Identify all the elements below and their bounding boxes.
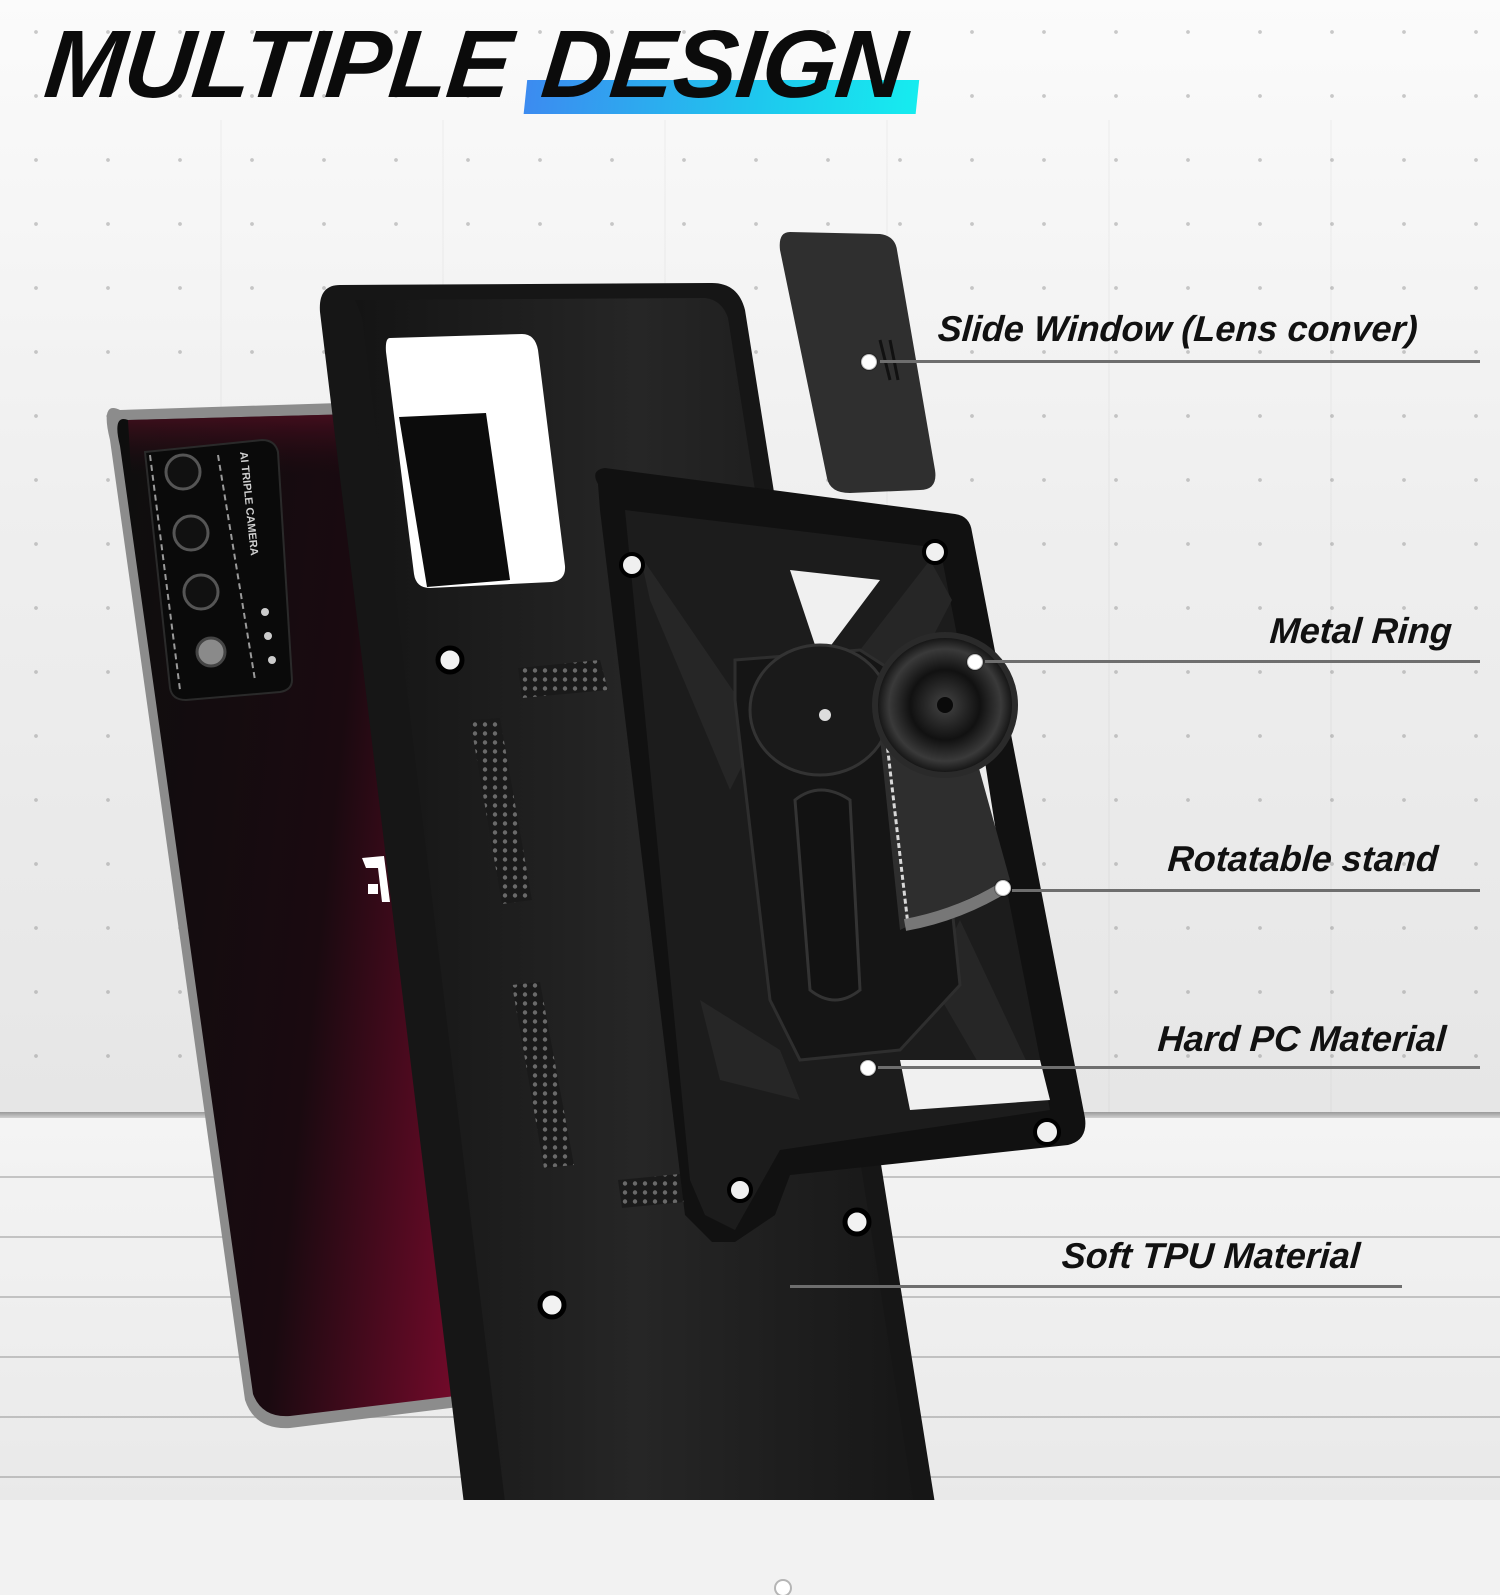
callout-dot-soft-tpu <box>776 1581 790 1595</box>
camera-flash <box>195 636 227 668</box>
callout-label-hard-pc: Hard PC Material <box>1156 1018 1448 1059</box>
callout-dot-metal-ring <box>968 655 982 669</box>
callout-label-metal-ring: Metal Ring <box>1268 610 1454 651</box>
camera-lens-3 <box>182 573 220 611</box>
metal-ring <box>872 632 1018 778</box>
callout-label-soft-tpu: Soft TPU Material <box>1060 1235 1362 1276</box>
callout-label-slide-window: Slide Window (Lens conver) <box>936 308 1420 349</box>
camera-lens-1 <box>164 453 202 491</box>
camera-module: AI TRIPLE CAMERA <box>143 438 294 702</box>
brand-logo-icon <box>362 856 390 902</box>
callout-line-hard-pc <box>878 1066 1480 1069</box>
product-illustration: AI TRIPLE CAMERA <box>106 232 1086 1500</box>
callout-line-slide-window <box>880 360 1480 363</box>
callout-dot-slide-window <box>862 355 876 369</box>
callout-line-rotatable-stand <box>1012 889 1480 892</box>
callout-dot-hard-pc <box>861 1061 875 1075</box>
callout-label-rotatable-stand: Rotatable stand <box>1166 838 1440 879</box>
callout-line-metal-ring <box>985 660 1480 663</box>
callout-line-soft-tpu <box>790 1285 1402 1288</box>
callout-dot-rotatable-stand <box>996 881 1010 895</box>
camera-lens-2 <box>172 514 210 552</box>
